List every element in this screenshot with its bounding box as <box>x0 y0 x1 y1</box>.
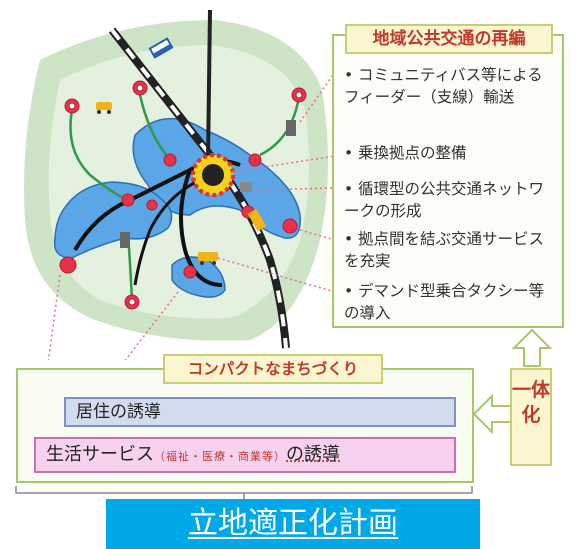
unify-label: 一体化 <box>510 368 552 466</box>
bullet-icon: • <box>344 282 354 300</box>
life-service-detail: （福祉・医療・商業等） <box>154 450 286 463</box>
reform-item: •循環型の公共交通ネットワークの形成 <box>344 180 545 220</box>
main-road <box>206 9 212 161</box>
life-service-guidance: 生活サービス（福祉・医療・商業等）の誘導 <box>34 437 456 473</box>
reform-item: •コミュニティバス等によるフィーダー（支線）輸送 <box>344 66 543 106</box>
bracket <box>15 486 473 500</box>
life-service-suffix: の誘導 <box>286 444 340 465</box>
bullet-icon: • <box>344 66 354 84</box>
taxi-icon <box>96 102 112 114</box>
compact-title: コンパクトなまちづくり <box>163 354 383 384</box>
station-pins <box>59 80 307 310</box>
residence-guidance: 居住の誘導 <box>64 397 456 427</box>
reform-item: •乗換拠点の整備 <box>344 144 467 162</box>
plan-title: 立地適正化計画 <box>106 499 480 549</box>
city-map <box>24 9 335 360</box>
reform-item: •拠点間を結ぶ交通サービスを充実 <box>344 230 545 270</box>
building-icon <box>286 120 296 136</box>
reform-panel <box>332 34 564 328</box>
bullet-icon: • <box>344 180 354 198</box>
bullet-icon: • <box>344 230 354 248</box>
reform-title: 地域公共交通の再編 <box>345 24 553 54</box>
life-service-label: 生活サービス <box>46 444 154 465</box>
taxi-icon <box>198 252 218 265</box>
bullet-icon: • <box>344 144 354 162</box>
arrow-up-icon <box>512 328 552 367</box>
bus-icon <box>247 208 267 232</box>
arrow-left-icon <box>472 394 513 434</box>
reform-item: •デマンド型乗合タクシー等の導入 <box>344 282 545 322</box>
